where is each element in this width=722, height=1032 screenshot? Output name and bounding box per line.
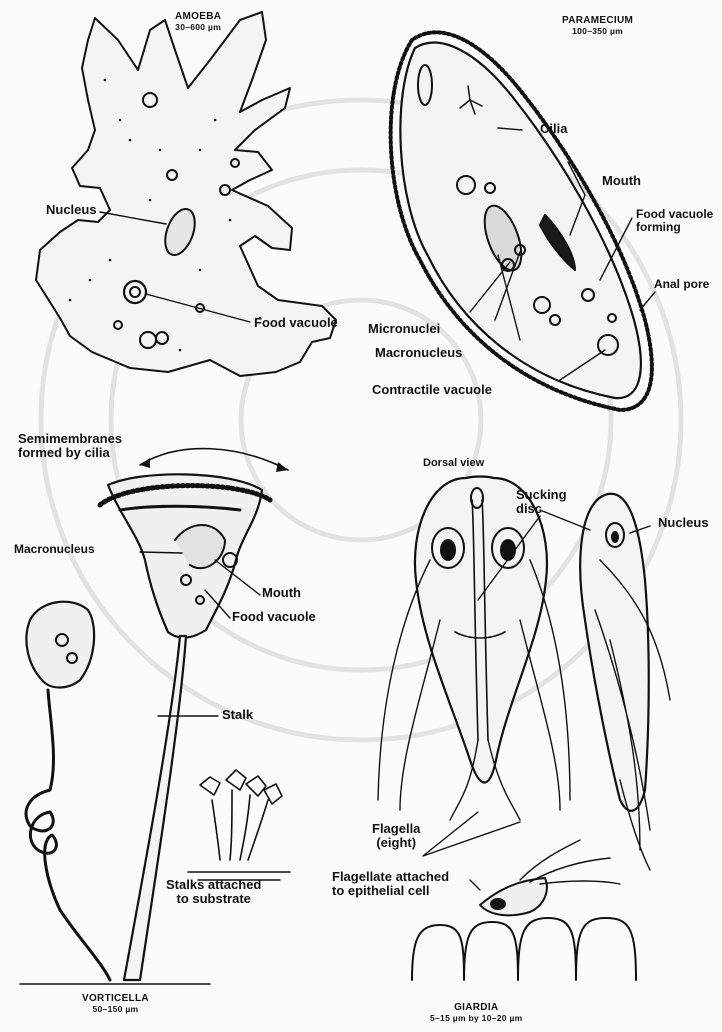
paramecium-anal-pore-label: Anal pore (654, 278, 709, 291)
giardia-flagella-label: Flagella (eight) (372, 822, 420, 849)
vorticella-contracted-bell (26, 602, 94, 688)
vorticella-title: VORTICELLA 50–150 µm (82, 994, 149, 1013)
amoeba-food-vacuole-label: Food vacuole (254, 316, 338, 330)
giardia-size: 5–15 µm by 10–20 µm (430, 1014, 523, 1023)
amoeba-name: AMOEBA (175, 11, 221, 22)
paramecium-macronucleus-label: Macronucleus (375, 346, 462, 360)
giardia-nucleus-label: Nucleus (658, 516, 709, 530)
giardia-dorsal-view-label: Dorsal view (423, 458, 484, 470)
giardia-title: GIARDIA 5–15 µm by 10–20 µm (430, 1003, 523, 1022)
paramecium-mouth-label: Mouth (602, 174, 641, 188)
vorticella-food-vacuole-label: Food vacuole (232, 610, 316, 624)
giardia-name: GIARDIA (454, 1002, 498, 1013)
amoeba-title: AMOEBA 30–600 µm (175, 12, 221, 31)
giardia-attached-flagellate (480, 878, 547, 915)
vorticella-colony (188, 770, 290, 880)
vorticella-stalk (124, 636, 186, 980)
giardia-drawing (378, 477, 670, 981)
vorticella-mouth-label: Mouth (262, 586, 301, 600)
vorticella-macronucleus-label: Macronucleus (14, 543, 95, 556)
vorticella-size: 50–150 µm (82, 1005, 149, 1014)
paramecium-food-vacuole-forming-label: Food vacuole forming (636, 208, 713, 233)
giardia-sucking-disc-label: Sucking disc (516, 488, 567, 515)
amoeba-size: 30–600 µm (175, 23, 221, 32)
vorticella-stalks-attached-label: Stalks attached to substrate (166, 878, 261, 905)
paramecium-title: PARAMECIUM 100–350 µm (562, 16, 633, 35)
vorticella-coiled-stalk (26, 690, 110, 980)
paramecium-micronuclei-label: Micronuclei (368, 322, 440, 336)
paramecium-name: PARAMECIUM (562, 15, 633, 26)
giardia-dorsal-body (415, 477, 547, 783)
vorticella-name: VORTICELLA (82, 993, 149, 1004)
epithelial-cells (412, 918, 636, 980)
amoeba-nucleus-label: Nucleus (46, 203, 97, 217)
paramecium-cilia-label: Cilia (540, 122, 567, 136)
paramecium-size: 100–350 µm (562, 27, 633, 36)
giardia-flagellate-attached-label: Flagellate attached to epithelial cell (332, 870, 449, 897)
vorticella-semimembranes-label: Semimembranes formed by cilia (18, 432, 122, 459)
paramecium-contractile-vacuole-label: Contractile vacuole (372, 383, 492, 397)
vorticella-stalk-label: Stalk (222, 708, 253, 722)
